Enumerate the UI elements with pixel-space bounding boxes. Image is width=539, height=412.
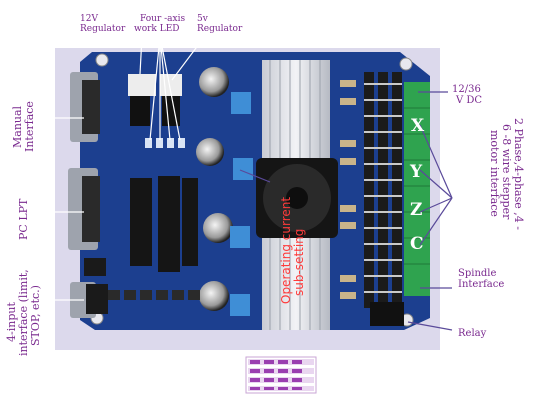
heatsink-top (262, 60, 330, 160)
axis-label-c: C (410, 234, 424, 254)
label-pc-lpt: PC LPT (17, 198, 30, 240)
label-line: 12/36 (452, 84, 481, 95)
label-line: Spindle (458, 268, 497, 279)
mount-hole (399, 57, 413, 71)
label-line: sub-setting (292, 228, 306, 296)
label-12v-regulator: 12V Regulator (80, 14, 125, 34)
axis-label-x: X (411, 116, 425, 136)
regulator-12v (128, 74, 156, 96)
capacitor (199, 281, 229, 311)
label-operating-current: Operating current sub-setting (279, 197, 306, 304)
label-line: STOP, etc.) (29, 285, 42, 346)
label-line: 2 Phase,4-phase ,4 - (512, 118, 525, 230)
label-relay: Relay (458, 328, 487, 339)
label-line: Interface (23, 101, 36, 152)
capacitor (196, 138, 224, 166)
capacitor (203, 213, 233, 243)
label-manual-interface: Manual Interface (11, 101, 36, 152)
label-spindle-interface: Spindle Interface (458, 268, 504, 290)
terminal-block (404, 82, 430, 296)
label-line: Regulator (197, 24, 243, 34)
label-line: motor interface (488, 130, 501, 217)
label-line: Regulator (80, 24, 126, 34)
axis-label-y: Y (410, 162, 423, 182)
label-power-input: 12/36 V DC (452, 84, 482, 106)
label-line: V DC (456, 95, 483, 106)
label-line: Four -axis (140, 14, 186, 24)
label-stepper-interface: 2 Phase,4-phase ,4 - 6 -8 wire stepper m… (488, 118, 525, 230)
label-input-interface: 4-input interface (limit, STOP, etc.) (5, 269, 42, 356)
mount-hole (95, 53, 109, 67)
label-line: Interface (458, 279, 505, 290)
heatsink-bottom (262, 232, 330, 330)
capacitor (199, 67, 229, 97)
relay (370, 302, 404, 326)
label-line: 12V (80, 14, 98, 24)
label-line: work LED (134, 24, 180, 34)
label-5v-regulator: 5v Regulator (197, 14, 242, 34)
label-four-axis-led: Four -axis work LED (134, 14, 185, 34)
label-line: 5v (197, 14, 208, 24)
label-line: 6 -8 wire stepper (500, 124, 513, 220)
axis-label-z: Z (410, 200, 423, 220)
